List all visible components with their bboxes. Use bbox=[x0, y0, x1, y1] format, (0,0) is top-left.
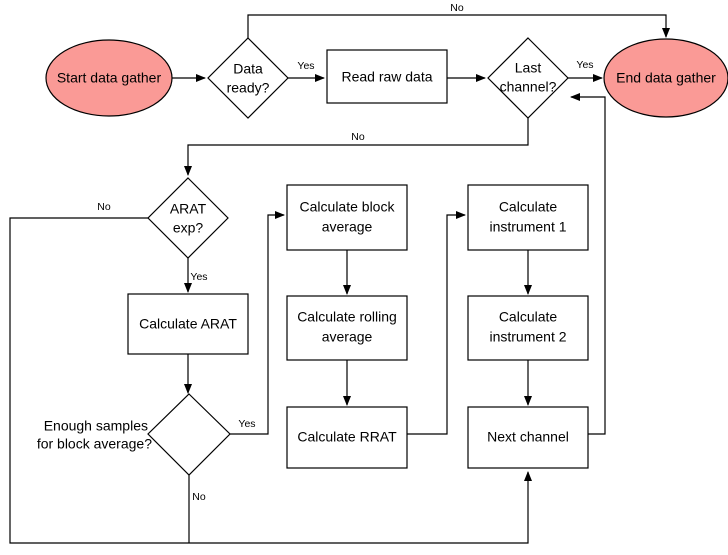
node-label-calculate-rolling-average-line2: average bbox=[322, 329, 373, 345]
decision-shape-data-ready bbox=[207, 37, 289, 119]
edge-label-enough-samples-no: No bbox=[192, 491, 206, 503]
edge-last-channel-no-to-arat-exp: No bbox=[184, 118, 529, 176]
process-shape-next-channel bbox=[467, 406, 589, 469]
decision-shape-arat-exp bbox=[147, 177, 229, 259]
node-label-arat-exp-line2: exp? bbox=[173, 220, 204, 236]
process-shape-calculate-rolling-average bbox=[286, 295, 408, 361]
node-calculate-arat[interactable]: Calculate ARAT bbox=[127, 293, 249, 355]
node-arat-exp[interactable]: ARAT exp? bbox=[147, 177, 229, 259]
edge-label-last-channel-no: No bbox=[351, 131, 365, 143]
node-label-end-data-gather: End data gather bbox=[616, 70, 716, 86]
node-read-raw-data[interactable]: Read raw data bbox=[326, 49, 448, 104]
edge-last-channel-yes-to-end: Yes bbox=[568, 59, 603, 82]
process-shape-calculate-block-average bbox=[286, 184, 408, 251]
node-calculate-block-average[interactable]: Calculate block average bbox=[286, 184, 408, 251]
process-shape-read-raw-data bbox=[326, 49, 448, 104]
edge-label-data-ready-no: No bbox=[450, 2, 464, 14]
node-label-calculate-block-average-line1: Calculate block bbox=[300, 199, 396, 215]
node-enough-samples[interactable]: Enough samples for block average? bbox=[37, 393, 231, 476]
edge-arat-exp-no-loop: No bbox=[9, 201, 532, 544]
node-label-data-ready-line1: Data bbox=[233, 61, 263, 77]
node-label-calculate-instrument-1-line2: instrument 1 bbox=[489, 219, 566, 235]
node-last-channel[interactable]: Last channel? bbox=[487, 37, 569, 119]
process-shape-calculate-rrat bbox=[286, 406, 408, 469]
edge-next-channel-to-last-channel bbox=[570, 93, 606, 435]
node-label-calculate-instrument-2-line1: Calculate bbox=[499, 309, 558, 325]
node-label-data-ready-line2: ready? bbox=[227, 80, 270, 96]
node-label-read-raw-data: Read raw data bbox=[341, 69, 432, 85]
node-label-calculate-arat: Calculate ARAT bbox=[139, 316, 237, 332]
edge-enough-samples-no-loop: No bbox=[188, 475, 206, 543]
node-label-calculate-block-average-line2: average bbox=[322, 219, 373, 235]
edge-label-data-ready-yes: Yes bbox=[297, 60, 314, 72]
node-calculate-instrument-1[interactable]: Calculate instrument 1 bbox=[467, 184, 589, 251]
terminator-shape-start bbox=[45, 39, 173, 117]
node-calculate-instrument-2[interactable]: Calculate instrument 2 bbox=[467, 295, 589, 361]
node-calculate-rolling-average[interactable]: Calculate rolling average bbox=[286, 295, 408, 361]
decision-shape-enough-samples bbox=[147, 393, 231, 476]
decision-shape-last-channel bbox=[487, 37, 569, 119]
edge-label-last-channel-yes: Yes bbox=[576, 59, 593, 71]
node-next-channel[interactable]: Next channel bbox=[467, 406, 589, 469]
node-label-last-channel-line1: Last bbox=[515, 60, 542, 76]
node-data-ready[interactable]: Data ready? bbox=[207, 37, 289, 119]
node-label-calculate-instrument-2-line2: instrument 2 bbox=[489, 329, 566, 345]
node-label-calculate-rrat: Calculate RRAT bbox=[297, 429, 397, 445]
node-label-next-channel: Next channel bbox=[487, 429, 569, 445]
edge-enough-samples-yes-to-calc-block: Yes bbox=[230, 211, 285, 435]
node-label-arat-exp-line1: ARAT bbox=[170, 201, 207, 217]
process-shape-calculate-instrument-2 bbox=[467, 295, 589, 361]
edge-data-ready-no-to-end: No bbox=[247, 2, 670, 38]
edge-arat-exp-yes-to-calc-arat: Yes bbox=[184, 258, 208, 293]
node-label-enough-samples-line2: for block average? bbox=[37, 436, 152, 452]
node-label-enough-samples-line1: Enough samples bbox=[44, 418, 148, 434]
edge-data-ready-yes-to-read-raw: Yes bbox=[288, 60, 325, 82]
edge-label-arat-exp-no: No bbox=[97, 201, 111, 213]
node-label-calculate-rolling-average-line1: Calculate rolling bbox=[297, 309, 397, 325]
edge-calc-rrat-to-calc-inst1 bbox=[406, 211, 466, 435]
terminator-shape-end bbox=[603, 38, 728, 118]
edge-label-arat-exp-yes: Yes bbox=[190, 271, 207, 283]
node-end-data-gather[interactable]: End data gather bbox=[603, 38, 728, 118]
node-start-data-gather[interactable]: Start data gather bbox=[45, 39, 173, 117]
node-calculate-rrat[interactable]: Calculate RRAT bbox=[286, 406, 408, 469]
node-label-calculate-instrument-1-line1: Calculate bbox=[499, 199, 558, 215]
node-label-start-data-gather: Start data gather bbox=[57, 70, 162, 86]
process-shape-calculate-arat bbox=[127, 293, 249, 355]
process-shape-calculate-instrument-1 bbox=[467, 184, 589, 251]
node-label-last-channel-line2: channel? bbox=[500, 79, 557, 95]
edge-label-enough-samples-yes: Yes bbox=[238, 418, 255, 430]
